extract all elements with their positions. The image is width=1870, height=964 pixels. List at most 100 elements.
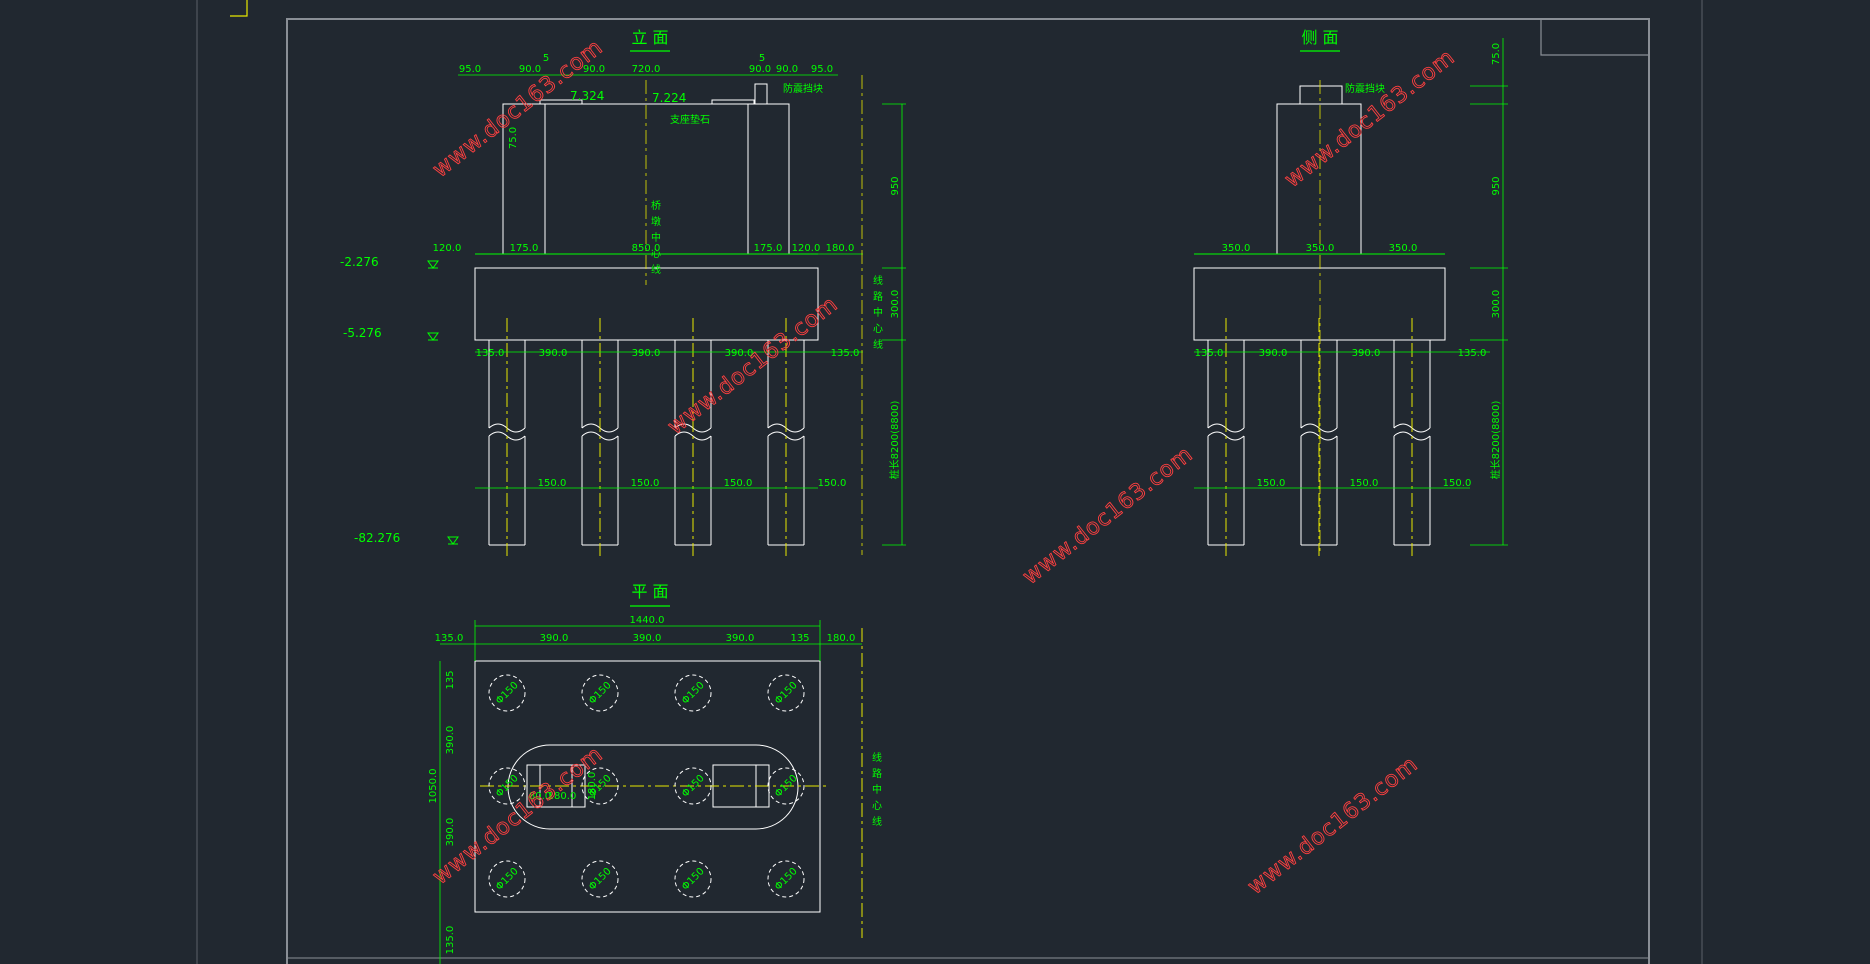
- route-center-label: 线路中心线: [871, 274, 883, 355]
- side-dim-mid-1: 350.0: [1222, 243, 1251, 254]
- level-mark-3: -82.276: [354, 531, 400, 545]
- plan-dim-top-2: 390.0: [540, 633, 569, 644]
- plan-pile-label: Φ150: [587, 866, 614, 893]
- plan-pile-label: Φ150: [494, 680, 521, 707]
- side-dim-pile-1: 135.0: [1195, 348, 1224, 359]
- dim-top-9: 95.0: [811, 64, 833, 75]
- plan-dim-top-1: 135.0: [435, 633, 464, 644]
- plan-pile-2: Φ150: [581, 674, 619, 712]
- elevation-mark-7224: 7.224: [652, 91, 686, 105]
- elevation-view: [474, 83, 819, 341]
- side-dim-pile-2: 390.0: [1259, 348, 1288, 359]
- level-mark-2: -5.276: [343, 326, 382, 340]
- plan-pile-label: Φ150: [773, 773, 800, 800]
- elevation-title: 立 面: [631, 28, 668, 47]
- side-view: [1193, 85, 1446, 341]
- support-pad-left: [539, 99, 583, 105]
- watermark-6: www.doc163.com: [1243, 752, 1423, 900]
- plan-dim-left-3: 1050.0: [428, 769, 439, 804]
- elevation-top-dims: 95.0 90.0 5 90.0 720.0 5 90.0 90.0 95.0: [459, 53, 833, 75]
- side-dim-dia-3: 150.0: [1443, 478, 1472, 489]
- plan-pile-3: Φ150: [674, 674, 712, 712]
- dim-dia-2: 150.0: [631, 478, 660, 489]
- dim-top-1: 95.0: [459, 64, 481, 75]
- plan-dim-left-2: 390.0: [445, 726, 456, 755]
- dim-mid-3: 850.0: [632, 243, 661, 254]
- pile-cap: [474, 267, 819, 341]
- dim-pile-4: 390.0: [725, 348, 754, 359]
- side-dim-950: 950: [1491, 176, 1502, 195]
- plan-route-center-label: 线路中心线: [870, 751, 882, 832]
- anti-seismic-block: [754, 83, 768, 105]
- level-triangle-2: [427, 332, 439, 341]
- plan-pile-label: Φ150: [773, 866, 800, 893]
- plan-left-dims: 135 390.0 1050.0 390.0 135.0: [428, 670, 456, 954]
- elevation-level-marks: -2.276 -5.276 -82.276: [340, 255, 459, 545]
- side-mid-dims: 350.0 350.0 350.0: [1222, 243, 1418, 254]
- side-anti-seismic-block: [1299, 85, 1343, 105]
- elevation-pile-dims: 135.0 390.0 390.0 390.0 135.0: [476, 348, 860, 359]
- plan-dim-top-5: 135: [790, 633, 809, 644]
- dim-dia-1: 150.0: [538, 478, 567, 489]
- side-piles: [1207, 318, 1431, 556]
- dim-right-300: 300.0: [890, 290, 901, 319]
- plan-pile-label: Φ150: [494, 866, 521, 893]
- side-dim-pile-4: 135.0: [1458, 348, 1487, 359]
- watermark-1: www.doc163.com: [428, 35, 608, 183]
- side-dim-top: 75.0: [1491, 43, 1502, 65]
- side-title: 侧 面: [1301, 28, 1338, 47]
- dim-top-8: 90.0: [776, 64, 798, 75]
- dim-top-5: 720.0: [632, 64, 661, 75]
- level-triangle-3: [447, 536, 459, 545]
- elevation-pile-4: [767, 318, 805, 556]
- dim-pile-5: 135.0: [831, 348, 860, 359]
- level-triangle-1: [427, 260, 439, 269]
- side-pile-3: [1393, 318, 1431, 556]
- support-pad-label: 支座垫石: [670, 113, 710, 126]
- side-pile-dia-dims: 150.0 150.0 150.0: [1257, 478, 1472, 489]
- dim-pile-1: 135.0: [476, 348, 505, 359]
- ucs-corner-marker: [230, 0, 248, 17]
- dim-mid-6: 180.0: [826, 243, 855, 254]
- side-pile-2: [1300, 318, 1338, 556]
- side-dim-mid-3: 350.0: [1389, 243, 1418, 254]
- dim-75: 75.0: [508, 127, 519, 149]
- dim-top-3: 5: [543, 53, 549, 64]
- plan-top-dims: 135.0 390.0 390.0 390.0 135 180.0: [435, 633, 856, 644]
- dim-mid-1: 120.0: [433, 243, 462, 254]
- plan-view: [474, 628, 863, 938]
- dim-top-4: 90.0: [583, 64, 605, 75]
- bridge-center-label: 桥墩中心线: [649, 200, 661, 280]
- plan-cap-outline: [474, 660, 821, 913]
- dim-top-7: 90.0: [749, 64, 771, 75]
- dim-mid-4: 175.0: [754, 243, 783, 254]
- side-dim-pile-3: 390.0: [1352, 348, 1381, 359]
- plan-dim-inner-1: 80.0: [529, 791, 551, 802]
- elevation-pile-3: [674, 318, 712, 556]
- plan-pile-label: Φ150: [587, 680, 614, 707]
- plan-dim-left-5: 135.0: [445, 926, 456, 955]
- side-dim-mid-2: 350.0: [1306, 243, 1335, 254]
- plan-title: 平 面: [631, 582, 668, 601]
- dim-right-950: 950: [890, 176, 901, 195]
- elevation-mid-dims: 120.0 175.0 850.0 175.0 120.0 180.0: [433, 243, 855, 254]
- support-pad-right: [711, 99, 755, 105]
- side-dim-300: 300.0: [1491, 290, 1502, 319]
- elevation-piles: [488, 318, 805, 556]
- plan-pile-label: Φ150: [680, 866, 707, 893]
- side-pile-dims: 135.0 390.0 390.0 135.0: [1195, 348, 1487, 359]
- elevation-pile-1: [488, 318, 526, 556]
- plan-pier-outline: [507, 744, 799, 830]
- elevation-pile-dia-dims: 150.0 150.0 150.0 150.0: [538, 478, 847, 489]
- side-anti-seismic-label: 防震挡块: [1345, 82, 1385, 95]
- elevation-mark-7324: 7.324: [570, 89, 604, 103]
- watermark-2: www.doc163.com: [1280, 45, 1460, 193]
- dim-top-6: 5: [759, 53, 765, 64]
- plan-pile-1: Φ150: [488, 674, 526, 712]
- plan-dim-top-3: 390.0: [633, 633, 662, 644]
- side-pile-1: [1207, 318, 1245, 556]
- dim-mid-5: 120.0: [792, 243, 821, 254]
- side-dim-dia-2: 150.0: [1350, 478, 1379, 489]
- level-mark-1: -2.276: [340, 255, 379, 269]
